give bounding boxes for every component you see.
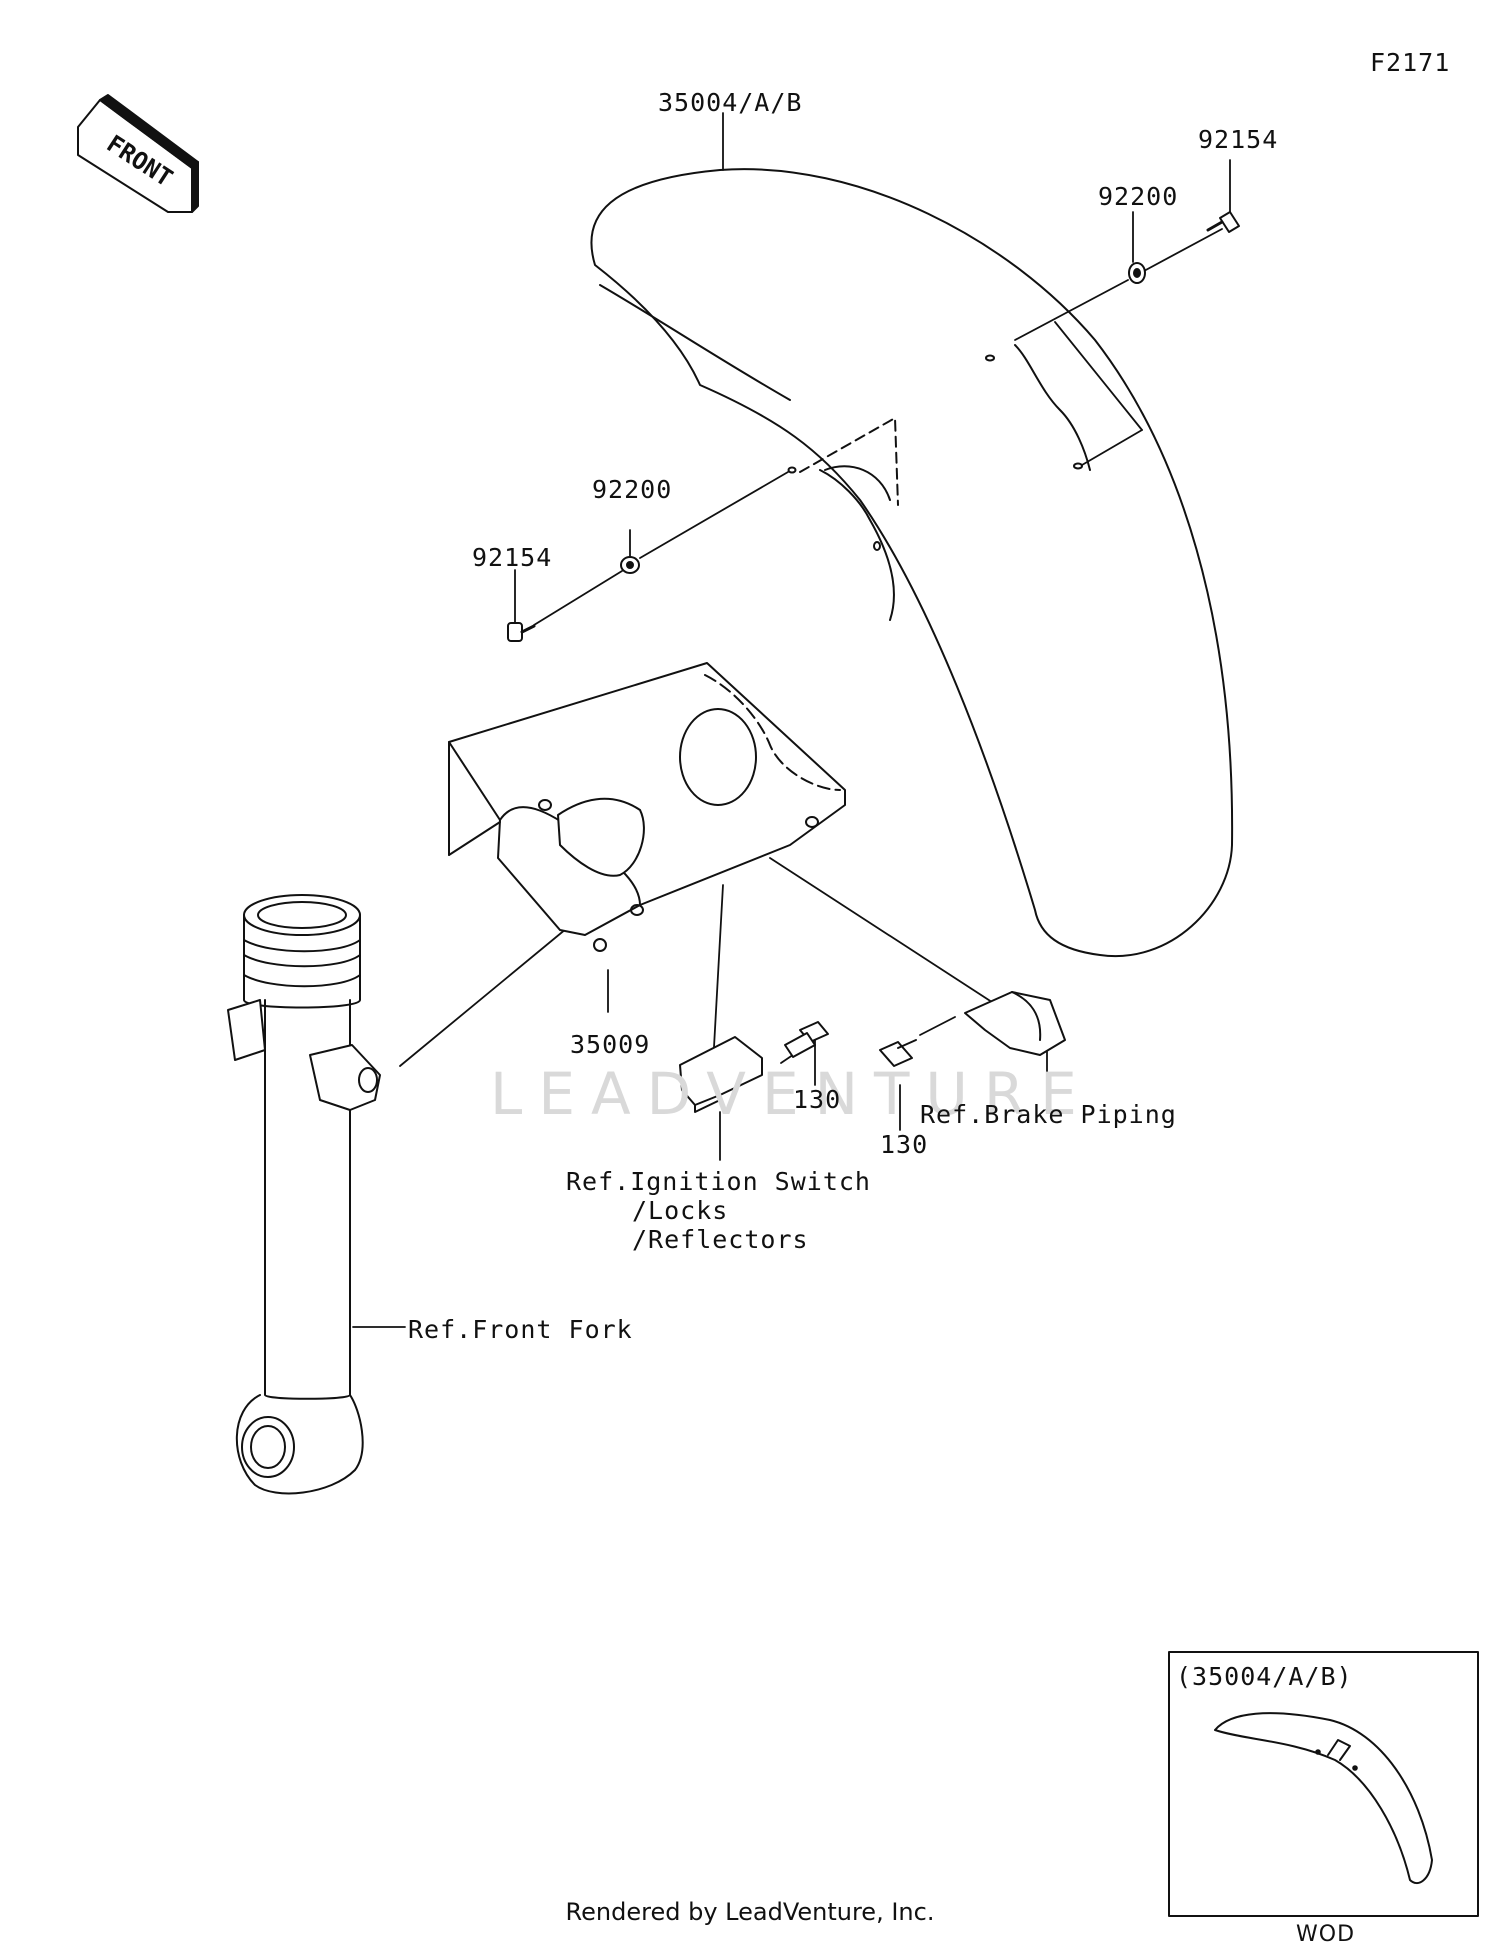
ref-reflectors: /Reflectors — [632, 1225, 809, 1254]
callout-92154-left: 92154 — [472, 543, 553, 572]
ref-front-fork: Ref.Front Fork — [408, 1315, 633, 1344]
footer-credit: Rendered by LeadVenture, Inc. — [565, 1898, 935, 1926]
callout-92154-right: 92154 — [1198, 125, 1279, 154]
brake-pipe-clamp — [964, 991, 1066, 1056]
bracket-35009 — [448, 662, 846, 952]
bolt-92154-left — [507, 622, 536, 642]
callout-35009-bracket: 35009 — [570, 1030, 651, 1059]
callout-130-center: 130 — [793, 1085, 842, 1114]
bolt-92154-right — [1206, 211, 1240, 233]
ref-locks: /Locks — [632, 1196, 729, 1225]
front-arrow-icon: FRONT — [77, 94, 199, 213]
figure-id: F2171 — [1370, 48, 1451, 77]
watermark: LEADVENTURE — [490, 1060, 1093, 1128]
ignition-bracket — [679, 1036, 763, 1113]
inset-fender — [1214, 1712, 1433, 1885]
inset-frame — [1168, 1651, 1479, 1917]
front-fork — [227, 894, 381, 1495]
callout-92200-left: 92200 — [592, 475, 673, 504]
callout-92200-right: 92200 — [1098, 182, 1179, 211]
inset-title: (35004/A/B) — [1176, 1662, 1353, 1691]
ref-ignition-switch: Ref.Ignition Switch — [566, 1167, 871, 1196]
ref-brake-piping: Ref.Brake Piping — [920, 1100, 1177, 1129]
bolt-130-center — [784, 1021, 829, 1058]
callout-130-clamp: 130 — [880, 1130, 929, 1159]
front-fender — [590, 168, 1234, 958]
bolt-130-clamp — [879, 1039, 917, 1067]
callout-35004-fender: 35004/A/B — [658, 88, 803, 117]
